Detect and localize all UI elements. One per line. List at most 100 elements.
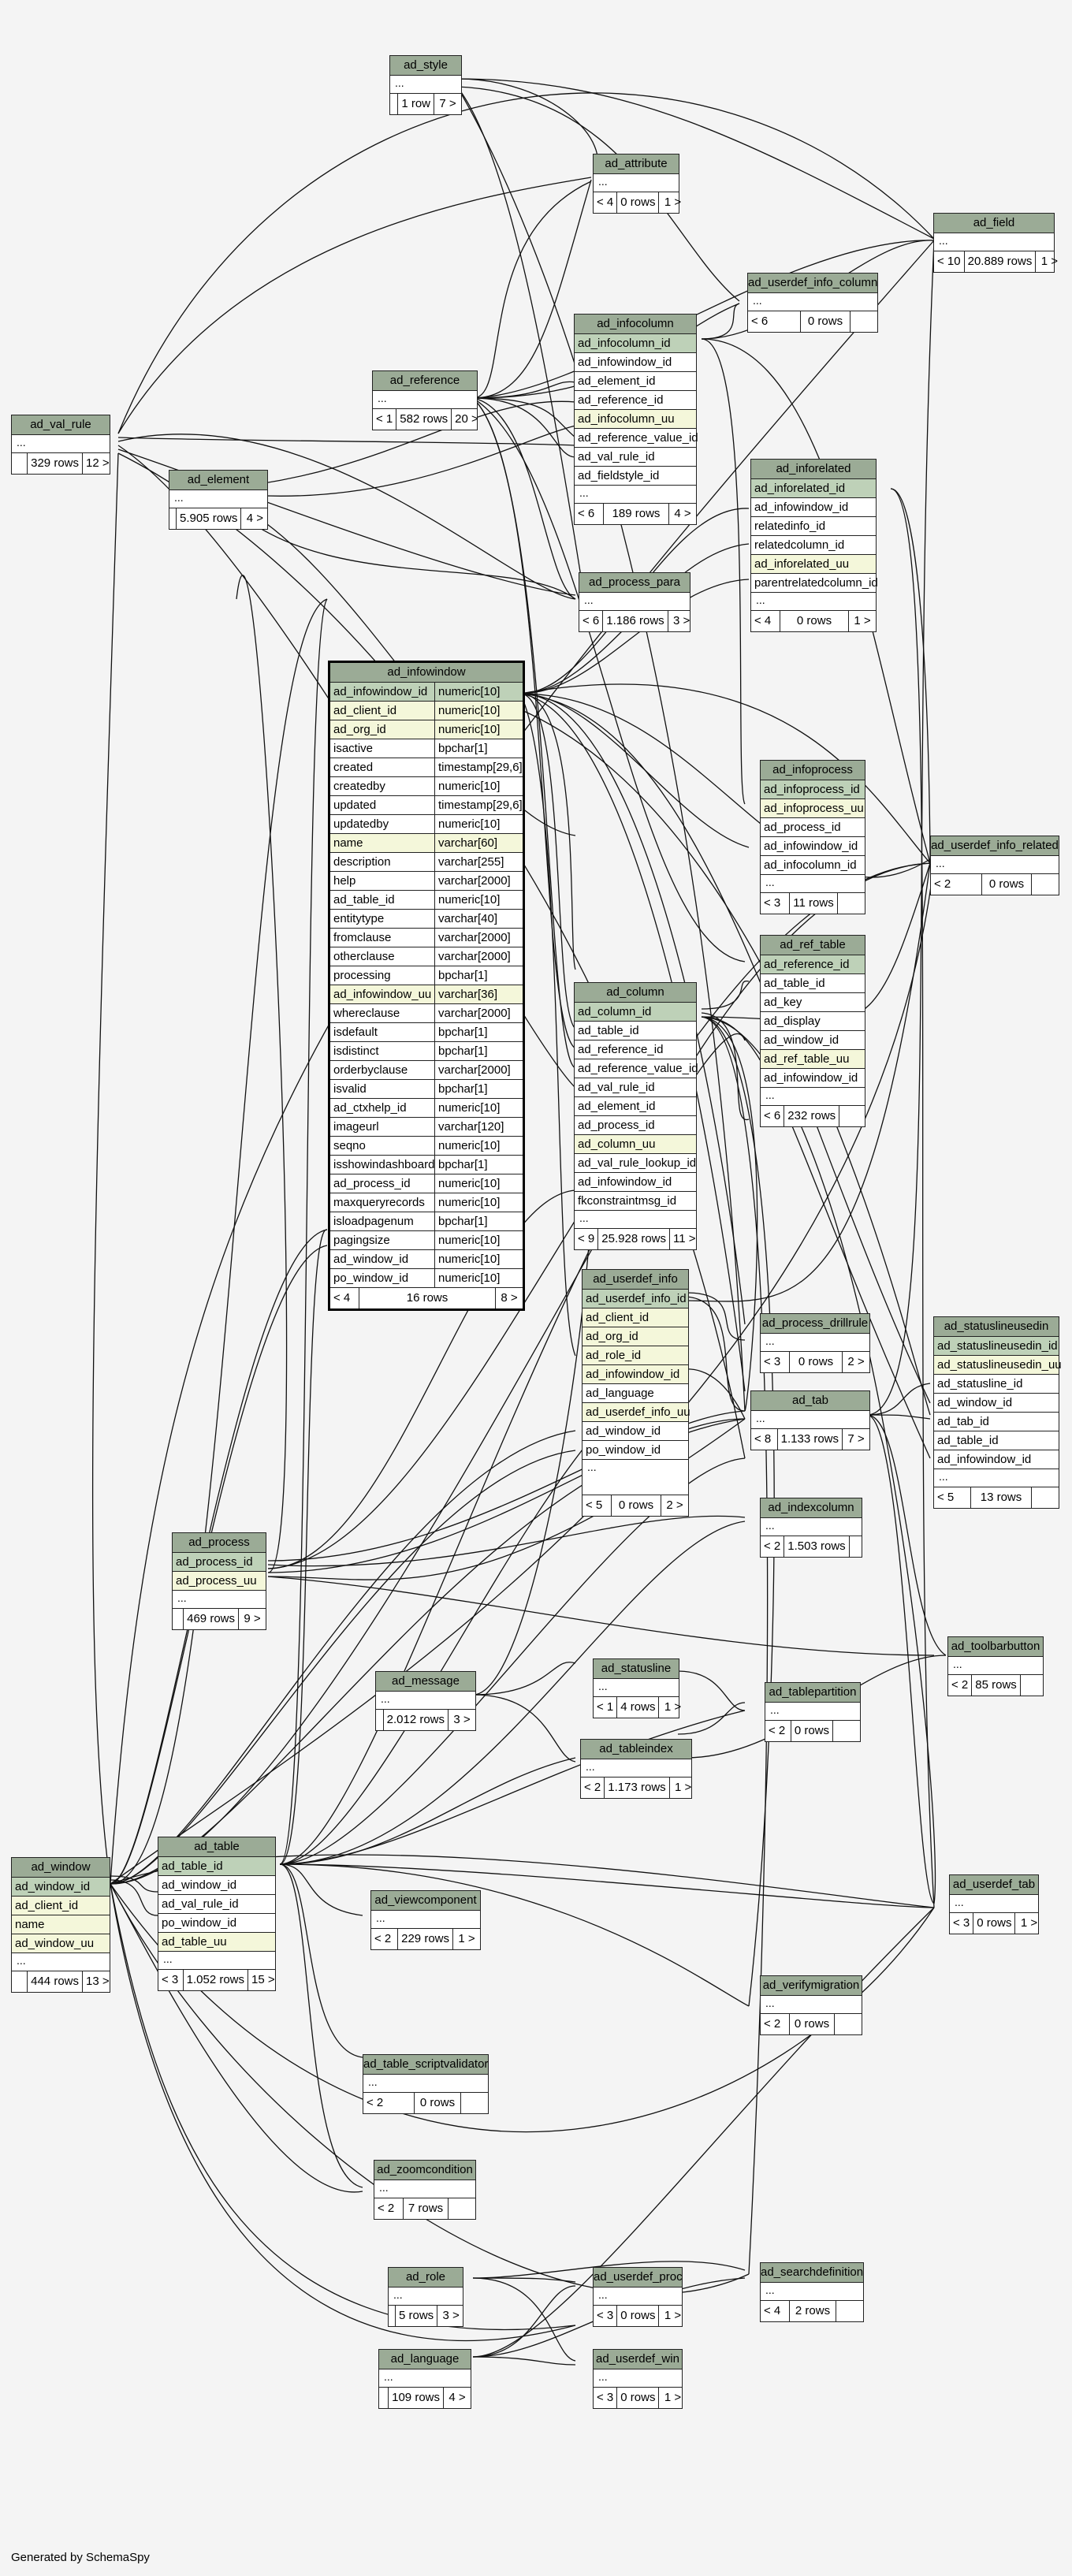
table-ad_userdef_info[interactable]: ad_userdef_info ad_userdef_info_id ad_cl… [582,1269,690,1517]
table-header: ad_userdef_proc [594,2268,683,2288]
column-type: varchar[255] [434,853,504,871]
table-ellipsis: ... [169,490,267,508]
table-ad_inforelated[interactable]: ad_inforelated ad_inforelated_id ad_info… [750,459,878,632]
column-type: numeric[10] [434,1137,500,1155]
table-ellipsis: ... [934,233,1054,251]
column-ad_key: ad_key [761,993,865,1012]
table-ellipsis: ... [931,856,1059,874]
table-header: ad_message [376,1672,475,1692]
table-header: ad_table [158,1837,275,1857]
table-header: ad_infoprocess [761,761,865,780]
column-parentrelatedcolumn_id: parentrelatedcolumn_id [751,574,878,593]
column-type: numeric[10] [434,1193,500,1212]
table-ad_column[interactable]: ad_column ad_column_id ad_table_id ad_re… [574,982,698,1250]
column-name: name [12,1915,110,1934]
column-ad_table_uu: ad_table_uu [158,1933,275,1952]
column-type: timestamp[29,6] [434,758,523,776]
column-ad_process_id: ad_process_id [575,1116,696,1135]
table-ad_ref_table[interactable]: ad_ref_table ad_reference_id ad_table_id… [760,935,865,1127]
table-header: ad_verifymigration [761,1976,862,1996]
column-ad_infowindow_id: ad_infowindow_id [583,1365,688,1384]
column-type: varchar[2000] [434,1004,511,1022]
column-name: name [333,836,363,850]
column-name: seqno [333,1139,366,1152]
table-header: ad_window [12,1858,110,1878]
table-ad_window[interactable]: ad_window ad_window_id ad_client_id name… [11,1857,110,1993]
column-ad_column_id: ad_column_id [575,1003,696,1022]
column-ad_statuslineusedin_uu: ad_statuslineusedin_uu [934,1356,1062,1375]
column-name: isdefault [333,1026,378,1039]
column-type: bpchar[1] [434,739,488,758]
column-name: pagingsize [333,1234,390,1247]
table-ellipsis: ... [751,1411,869,1429]
column-type: numeric[10] [434,891,500,909]
column-seqno: seqno numeric[10] [330,1137,523,1156]
table-header: ad_table_scriptvalidator [363,2055,488,2075]
column-ad_statusline_id: ad_statusline_id [934,1375,1059,1394]
table-ellipsis: ... [363,2075,488,2093]
column-ad_process_id: ad_process_id [761,818,865,837]
column-type: varchar[60] [434,834,497,852]
table-header: ad_viewcomponent [371,1891,480,1911]
column-ad_fieldstyle_id: ad_fieldstyle_id [575,467,696,486]
table-ellipsis: ... [379,2369,471,2388]
table-ad_statuslineusedin[interactable]: ad_statuslineusedin ad_statuslineusedin_… [933,1316,1062,1509]
table-ad_table[interactable]: ad_table ad_table_id ad_window_id ad_val… [158,1837,276,1991]
column-ad_process_uu: ad_process_uu [173,1572,266,1591]
table-ellipsis: ... [579,593,690,611]
column-po_window_id: po_window_id [583,1441,688,1460]
column-ad_table_id: ad_table_id [158,1857,275,1876]
table-header: ad_ref_table [761,936,865,955]
column-name: ad_org_id [333,723,386,736]
column-ad_table_id: ad_table_id [761,974,865,993]
table-ad_infocolumn[interactable]: ad_infocolumn ad_infocolumn_id ad_infowi… [574,314,698,525]
table-ad_infoprocess[interactable]: ad_infoprocess ad_infoprocess_id ad_info… [760,760,865,914]
table-ad_process[interactable]: ad_process ad_process_id ad_process_uu .… [172,1532,266,1630]
column-ad_process_id: ad_process_id [173,1553,266,1572]
